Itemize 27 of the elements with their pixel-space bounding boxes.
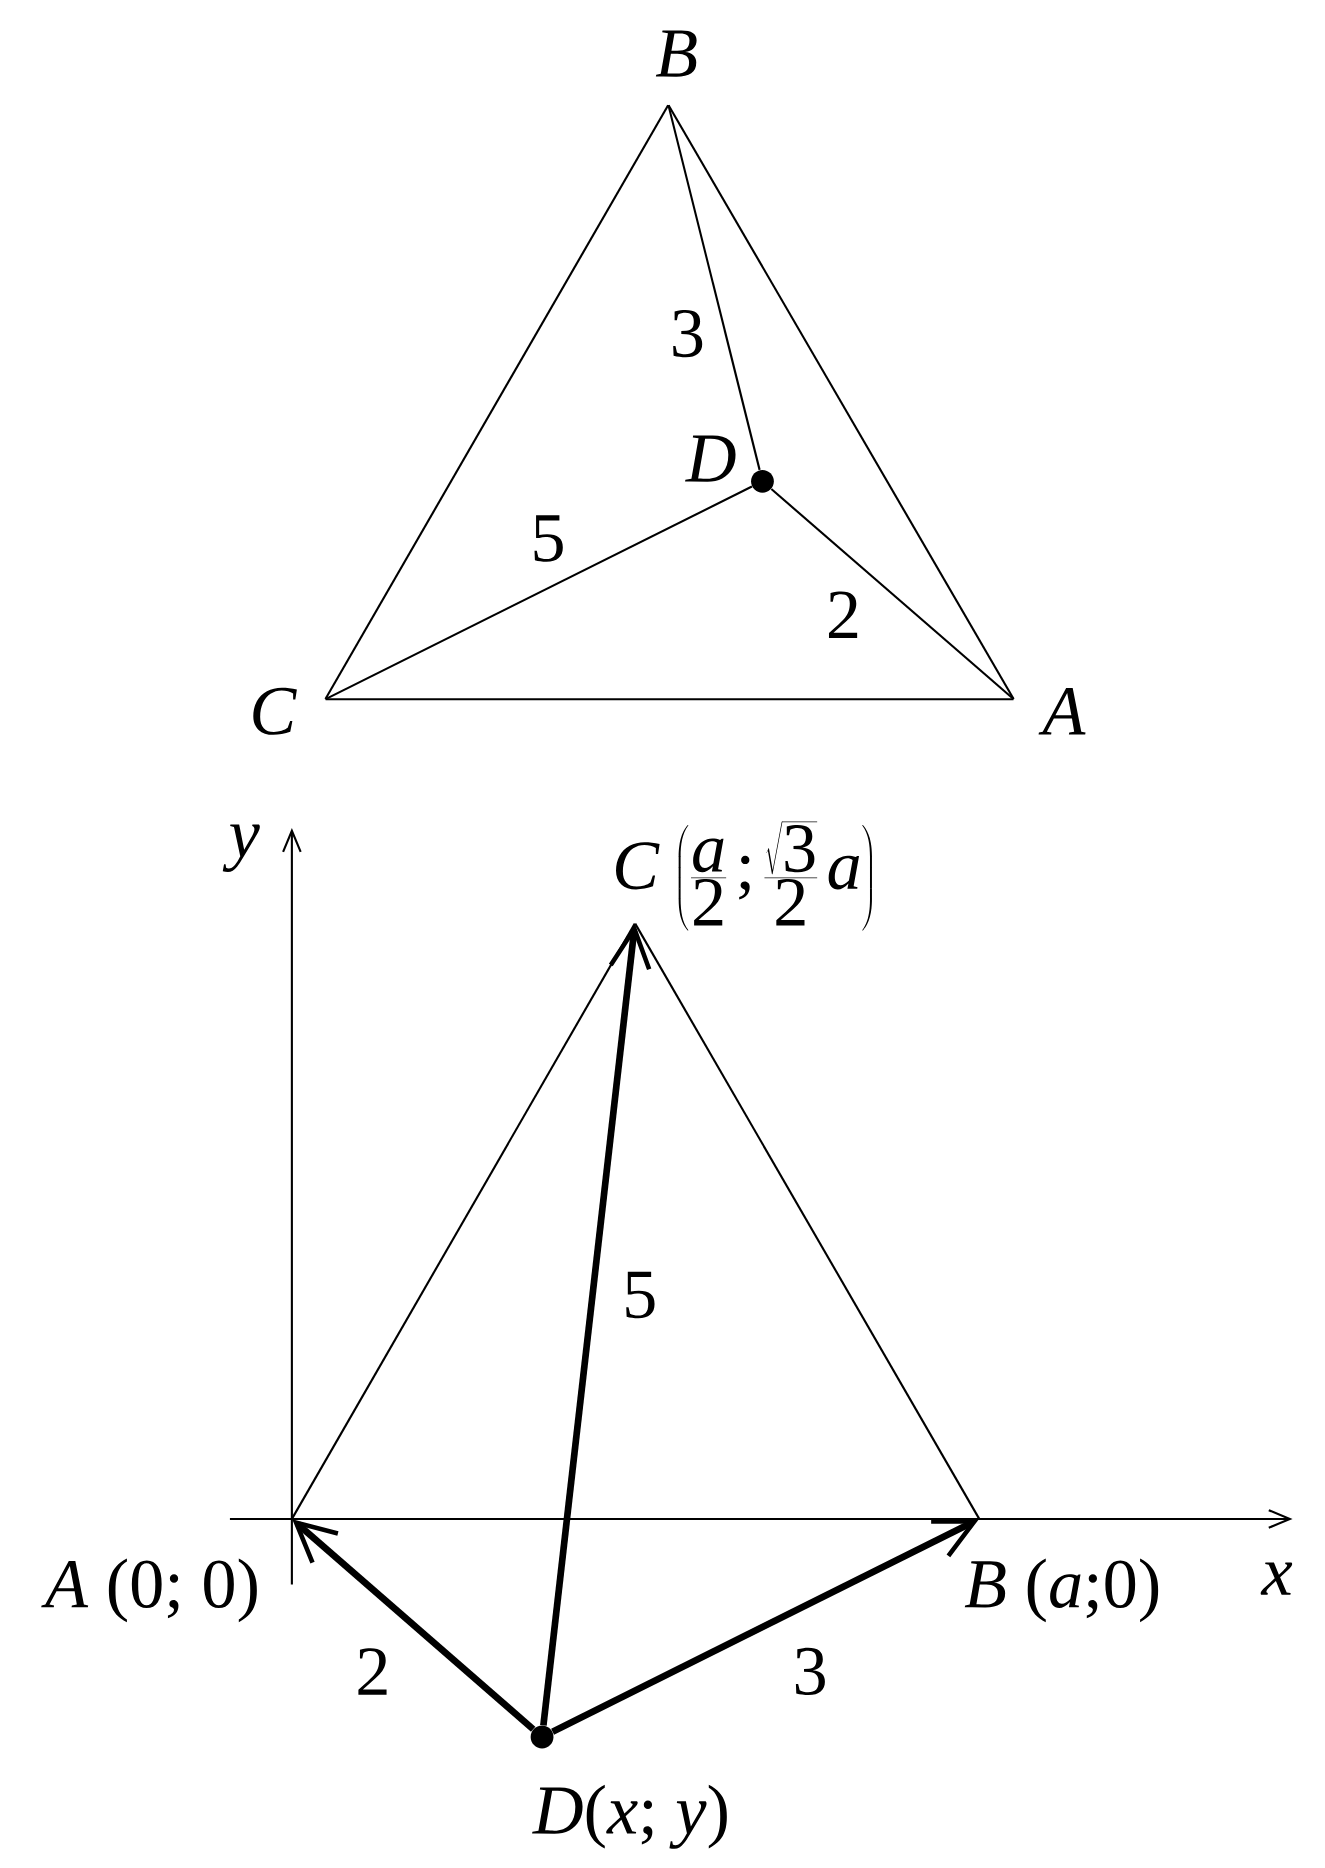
line-segment xyxy=(324,104,670,700)
vertex-label: D(x; y) xyxy=(532,1784,727,1849)
line-segment xyxy=(634,923,981,1520)
line-segment xyxy=(667,104,1015,700)
line-segment xyxy=(291,923,636,1520)
vertex-label: B (a;0) xyxy=(964,1558,1159,1623)
vertex-label: C xyxy=(253,687,297,735)
line-segment xyxy=(325,698,1014,701)
edge-label: 5 xyxy=(528,513,568,564)
vertex-label: B xyxy=(656,30,697,77)
line-segment xyxy=(325,485,753,701)
arrow xyxy=(551,1519,980,1735)
arrow xyxy=(292,1519,536,1732)
axis-label: y xyxy=(222,824,260,872)
vertex-label: A xyxy=(1038,688,1086,735)
edge-label: 5 xyxy=(620,1269,660,1321)
line-segment xyxy=(770,488,1015,700)
line-segment xyxy=(667,104,761,471)
edge-label: 3 xyxy=(790,1646,830,1697)
edge-label: 3 xyxy=(668,308,707,359)
vertex-label: D xyxy=(685,435,736,482)
edge-label: 2 xyxy=(353,1646,393,1697)
vertex-label: $\textit{C}\,\left(\frac{\textit{a}}{\textrm{2}}\,\textrm{;}\,\frac{\sqrt{\textrm{3}}}{\textrm{2}}\,\textit{a}\right)$ xyxy=(616,821,873,931)
arrow xyxy=(540,923,652,1726)
vertex-label: A (0; 0) xyxy=(41,1558,257,1623)
edge-label: 2 xyxy=(824,589,863,640)
axis-label: x xyxy=(1260,1562,1293,1595)
